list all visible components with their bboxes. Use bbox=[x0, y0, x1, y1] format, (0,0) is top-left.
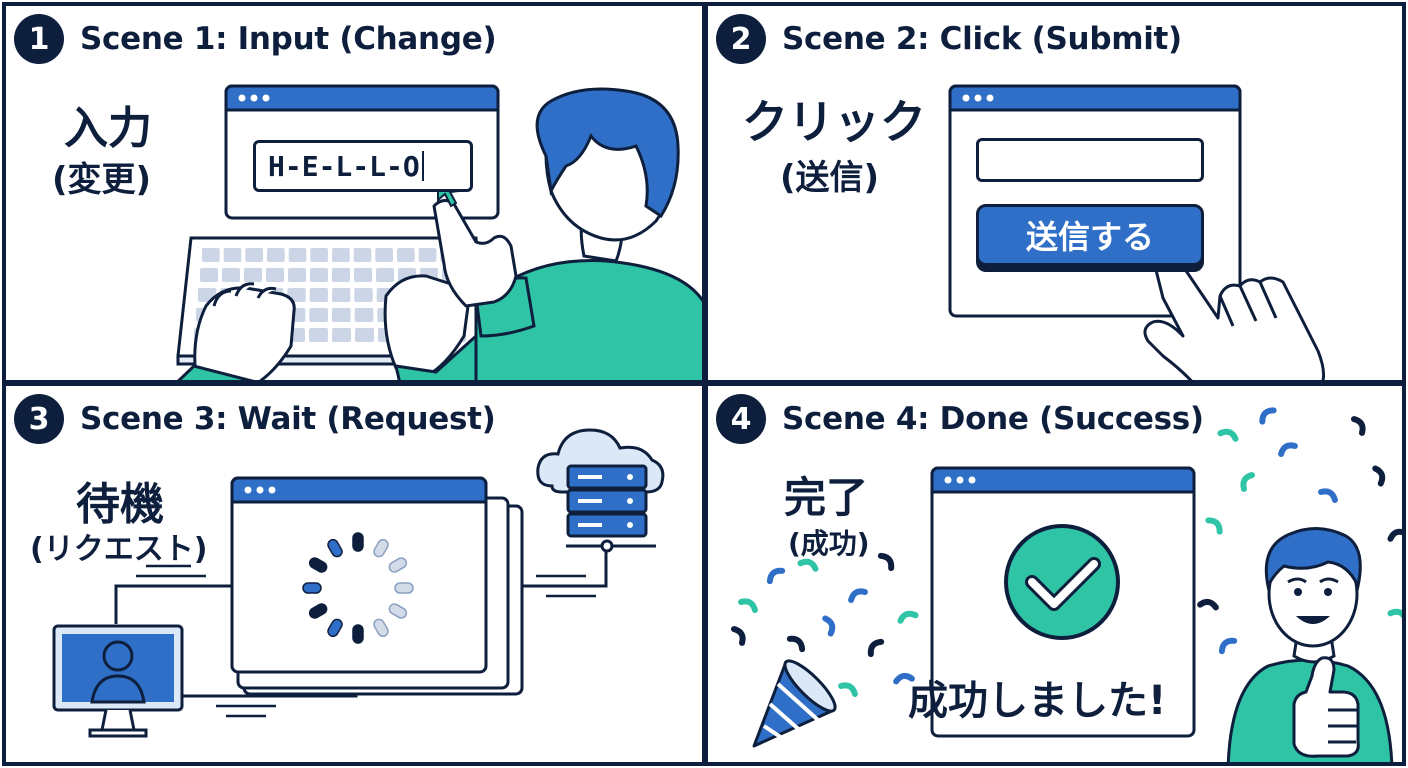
scene-jp-sublabel: (成功) bbox=[788, 527, 870, 560]
scene-title: Scene 3: Wait (Request) bbox=[80, 401, 496, 437]
smiling-person bbox=[1226, 527, 1394, 762]
person-typing bbox=[474, 87, 702, 380]
scene-2-panel: 2 Scene 2: Click (Submit) クリック (送信) 送信する bbox=[704, 2, 1406, 384]
loading-spinner-icon bbox=[302, 532, 414, 644]
browser-window bbox=[230, 476, 488, 674]
input-value: H-E-L-L-O bbox=[268, 149, 420, 183]
thumbs-up-icon bbox=[1292, 656, 1360, 758]
confetti bbox=[731, 407, 1402, 697]
scene-number-badge: 4 bbox=[716, 394, 766, 444]
scene-number-badge: 2 bbox=[716, 14, 766, 64]
scene-1-panel: 1 Scene 1: Input (Change) 入力 (変更) H-E-L-… bbox=[2, 2, 706, 384]
scene-title: Scene 2: Click (Submit) bbox=[782, 21, 1182, 57]
check-circle-icon bbox=[1004, 524, 1120, 640]
scene-2-header: 2 Scene 2: Click (Submit) bbox=[716, 14, 1182, 64]
text-input-field[interactable]: H-E-L-L-O bbox=[253, 140, 473, 192]
pointing-hand bbox=[1143, 250, 1325, 380]
scene-title: Scene 4: Done (Success) bbox=[782, 401, 1204, 437]
scene-jp-label: 入力 bbox=[64, 103, 152, 154]
scene-1-header: 1 Scene 1: Input (Change) bbox=[14, 14, 497, 64]
scene-number-badge: 1 bbox=[14, 14, 64, 64]
party-popper-icon bbox=[752, 659, 837, 748]
scene-4-panel: 4 Scene 4: Done (Success) 完了 (成功) 成功しました… bbox=[704, 382, 1406, 766]
hands bbox=[193, 199, 518, 380]
browser-window bbox=[948, 84, 1242, 318]
scene-3-illustration bbox=[52, 428, 665, 738]
scene-4-illustration bbox=[731, 407, 1402, 762]
cloud-server-icon bbox=[536, 428, 665, 553]
scene-jp-sublabel: (リクエスト) bbox=[30, 532, 208, 567]
scene-3-header: 3 Scene 3: Wait (Request) bbox=[14, 394, 496, 444]
scene-number-badge: 3 bbox=[14, 394, 64, 444]
scene-jp-label: 完了 bbox=[784, 473, 869, 522]
scene-4-header: 4 Scene 4: Done (Success) bbox=[716, 394, 1204, 444]
user-monitor-icon bbox=[52, 624, 184, 738]
text-caret-icon bbox=[421, 151, 424, 181]
scene-title: Scene 1: Input (Change) bbox=[80, 21, 497, 57]
scene-jp-sublabel: (送信) bbox=[780, 158, 880, 198]
scene-1-illustration bbox=[176, 84, 702, 380]
text-input-field[interactable] bbox=[976, 138, 1204, 182]
scene-jp-label: クリック bbox=[742, 95, 926, 149]
scene-jp-label: 待機 bbox=[76, 479, 164, 530]
scene-3-panel: 3 Scene 3: Wait (Request) 待機 (リクエスト) bbox=[2, 382, 706, 766]
submit-button[interactable]: 送信する bbox=[976, 204, 1204, 266]
scene-jp-sublabel: (変更) bbox=[52, 160, 152, 200]
success-message: 成功しました! bbox=[908, 678, 1167, 724]
